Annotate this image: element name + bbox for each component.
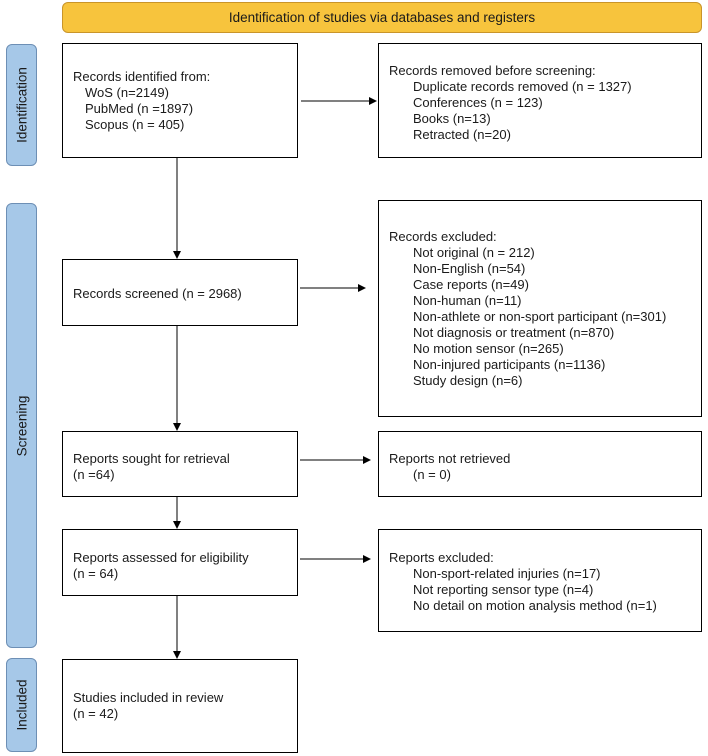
records-screened-box: Records screened (n = 2968) — [62, 259, 298, 326]
records-excluded-item: Not diagnosis or treatment (n=870) — [413, 325, 615, 340]
reports-not-retrieved-title: Reports not retrieved — [389, 451, 511, 466]
studies-included-box: Studies included in review (n = 42) — [62, 659, 298, 753]
reports-excluded-item: No detail on motion analysis method (n=1… — [413, 598, 657, 613]
records-identified-item: Scopus (n = 405) — [85, 117, 185, 132]
header-title: Identification of studies via databases … — [228, 10, 536, 25]
studies-included-label: Studies included in review — [73, 690, 224, 705]
records-identified-item: WoS (n=2149) — [85, 85, 169, 100]
records-excluded-item: Non-English (n=54) — [413, 261, 526, 276]
header-banner: Identification of studies via databases … — [62, 2, 702, 33]
reports-sought-box: Reports sought for retrieval (n =64) — [62, 431, 298, 497]
records-screened-text: Records screened (n = 2968) — [73, 286, 242, 301]
reports-excluded-item: Not reporting sensor type (n=4) — [413, 582, 594, 597]
reports-excluded-box: Reports excluded: Non-sport-related inju… — [378, 529, 702, 632]
reports-assessed-box: Reports assessed for eligibility (n = 64… — [62, 529, 298, 596]
records-removed-item: Retracted (n=20) — [413, 127, 511, 142]
records-removed-item: Books (n=13) — [413, 111, 491, 126]
reports-assessed-label: Reports assessed for eligibility — [73, 550, 249, 565]
records-excluded-item: Non-injured participants (n=1136) — [413, 357, 606, 372]
records-excluded-item: Non-athlete or non-sport participant (n=… — [413, 309, 667, 324]
studies-included-count: (n = 42) — [73, 706, 119, 721]
reports-assessed-count: (n = 64) — [73, 566, 119, 581]
records-excluded-item: Study design (n=6) — [413, 373, 523, 388]
records-identified-box: Records identified from: WoS (n=2149) Pu… — [62, 43, 298, 158]
records-removed-box: Records removed before screening: Duplic… — [378, 43, 702, 158]
records-excluded-item: Not original (n = 212) — [413, 245, 535, 260]
reports-sought-label: Reports sought for retrieval — [73, 451, 230, 466]
records-excluded-title: Records excluded: — [389, 229, 497, 244]
phase-included: Included — [6, 658, 37, 752]
phase-screening: Screening — [6, 203, 37, 648]
records-removed-title: Records removed before screening: — [389, 63, 596, 78]
records-removed-item: Conferences (n = 123) — [413, 95, 543, 110]
records-identified-item: PubMed (n =1897) — [85, 101, 194, 116]
records-excluded-item: Non-human (n=11) — [413, 293, 522, 308]
records-excluded-box: Records excluded: Not original (n = 212)… — [378, 200, 702, 417]
records-identified-title: Records identified from: — [73, 69, 211, 84]
phase-identification: Identification — [6, 44, 37, 166]
reports-not-retrieved-count: (n = 0) — [413, 467, 451, 482]
records-excluded-item: Case reports (n=49) — [413, 277, 529, 292]
reports-sought-count: (n =64) — [73, 467, 115, 482]
reports-not-retrieved-box: Reports not retrieved (n = 0) — [378, 431, 702, 497]
records-removed-item: Duplicate records removed (n = 1327) — [413, 79, 632, 94]
reports-excluded-title: Reports excluded: — [389, 550, 494, 565]
records-excluded-item: No motion sensor (n=265) — [413, 341, 564, 356]
reports-excluded-item: Non-sport-related injuries (n=17) — [413, 566, 601, 581]
